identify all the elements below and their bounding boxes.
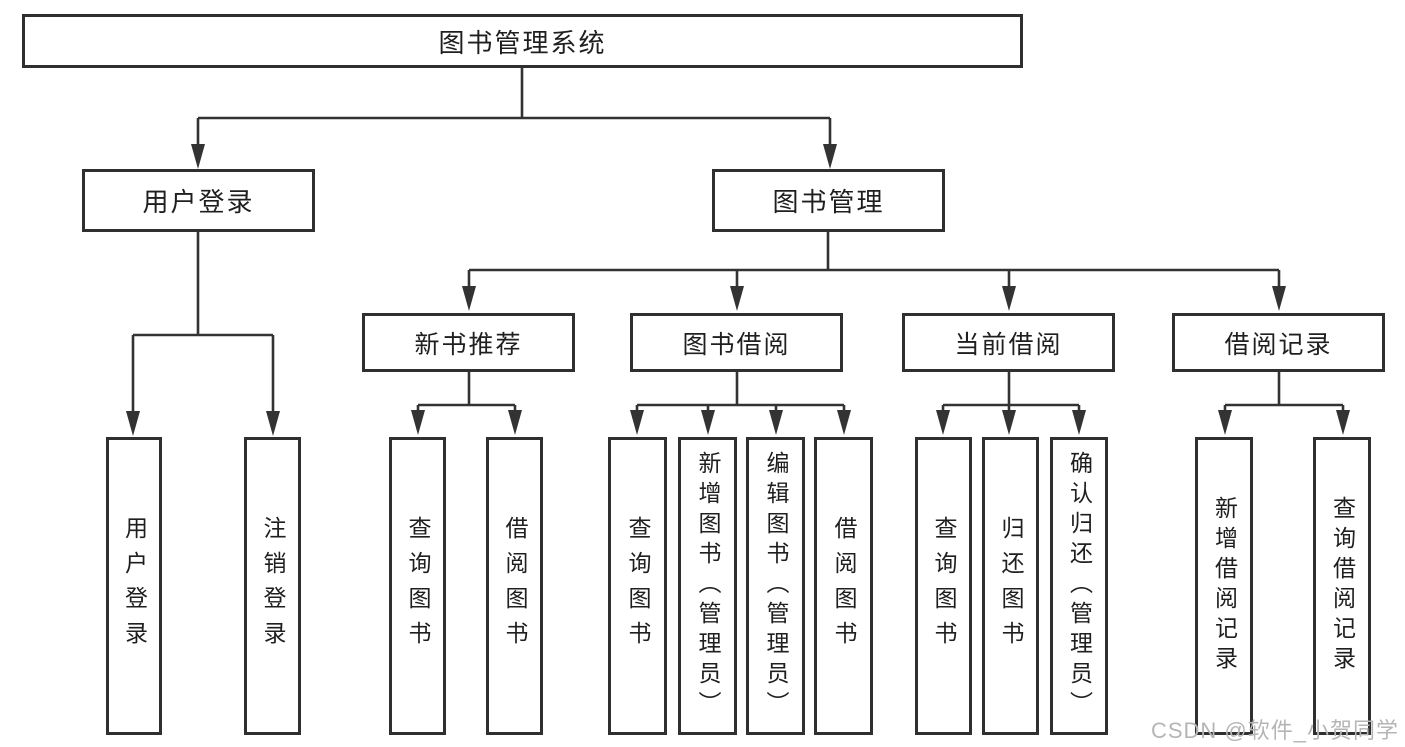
node-label: 图书管理系统	[438, 27, 607, 58]
leaf-borrow-books: 借阅图书	[814, 437, 873, 735]
leaf-query-books: 查询图书	[389, 437, 446, 735]
node-book-borrow: 图书借阅	[630, 313, 843, 372]
leaf-confirm-return-admin: 确认归还（管理员）	[1050, 437, 1108, 735]
node-label: 借阅记录	[1224, 330, 1333, 359]
leaf-label: 新增图书（管理员）	[695, 451, 721, 721]
node-label: 当前借阅	[954, 330, 1063, 359]
leaf-add-books-admin: 新增图书（管理员）	[678, 437, 737, 735]
leaf-edit-books-admin: 编辑图书（管理员）	[746, 437, 805, 735]
leaf-label: 新增借阅记录	[1211, 496, 1238, 676]
node-borrow-records: 借阅记录	[1172, 313, 1385, 372]
node-book-management: 图书管理	[712, 169, 945, 232]
leaf-query-books: 查询图书	[608, 437, 667, 735]
leaf-label: 借阅图书	[502, 516, 528, 656]
leaf-label: 借阅图书	[831, 516, 857, 656]
leaf-label: 查询图书	[625, 516, 651, 656]
leaf-label: 归还图书	[998, 516, 1024, 656]
leaf-return-books: 归还图书	[982, 437, 1039, 735]
leaf-logout: 注销登录	[244, 437, 301, 735]
node-library-system: 图书管理系统	[22, 14, 1023, 68]
leaf-label: 注销登录	[260, 516, 286, 656]
leaf-query-borrow-record: 查询借阅记录	[1313, 437, 1371, 735]
leaf-label: 查询借阅记录	[1329, 496, 1356, 676]
leaf-label: 查询图书	[405, 516, 431, 656]
leaf-user-login: 用户登录	[106, 437, 162, 735]
node-label: 新书推荐	[414, 330, 523, 359]
node-label: 用户登录	[142, 187, 255, 217]
leaf-label: 用户登录	[121, 516, 148, 656]
leaf-add-borrow-record: 新增借阅记录	[1195, 437, 1253, 735]
leaf-label: 编辑图书（管理员）	[763, 451, 789, 721]
leaf-label: 确认归还（管理员）	[1066, 451, 1093, 721]
csdn-watermark: CSDN @软件_小贺同学	[1150, 718, 1399, 743]
node-new-book-recommend: 新书推荐	[362, 313, 575, 372]
leaf-label: 查询图书	[931, 516, 957, 656]
node-label: 图书借阅	[682, 330, 791, 359]
node-current-borrow: 当前借阅	[902, 313, 1115, 372]
node-label: 图书管理	[772, 187, 885, 217]
node-user-login: 用户登录	[82, 169, 315, 232]
leaf-borrow-books: 借阅图书	[486, 437, 543, 735]
leaf-query-books: 查询图书	[915, 437, 972, 735]
